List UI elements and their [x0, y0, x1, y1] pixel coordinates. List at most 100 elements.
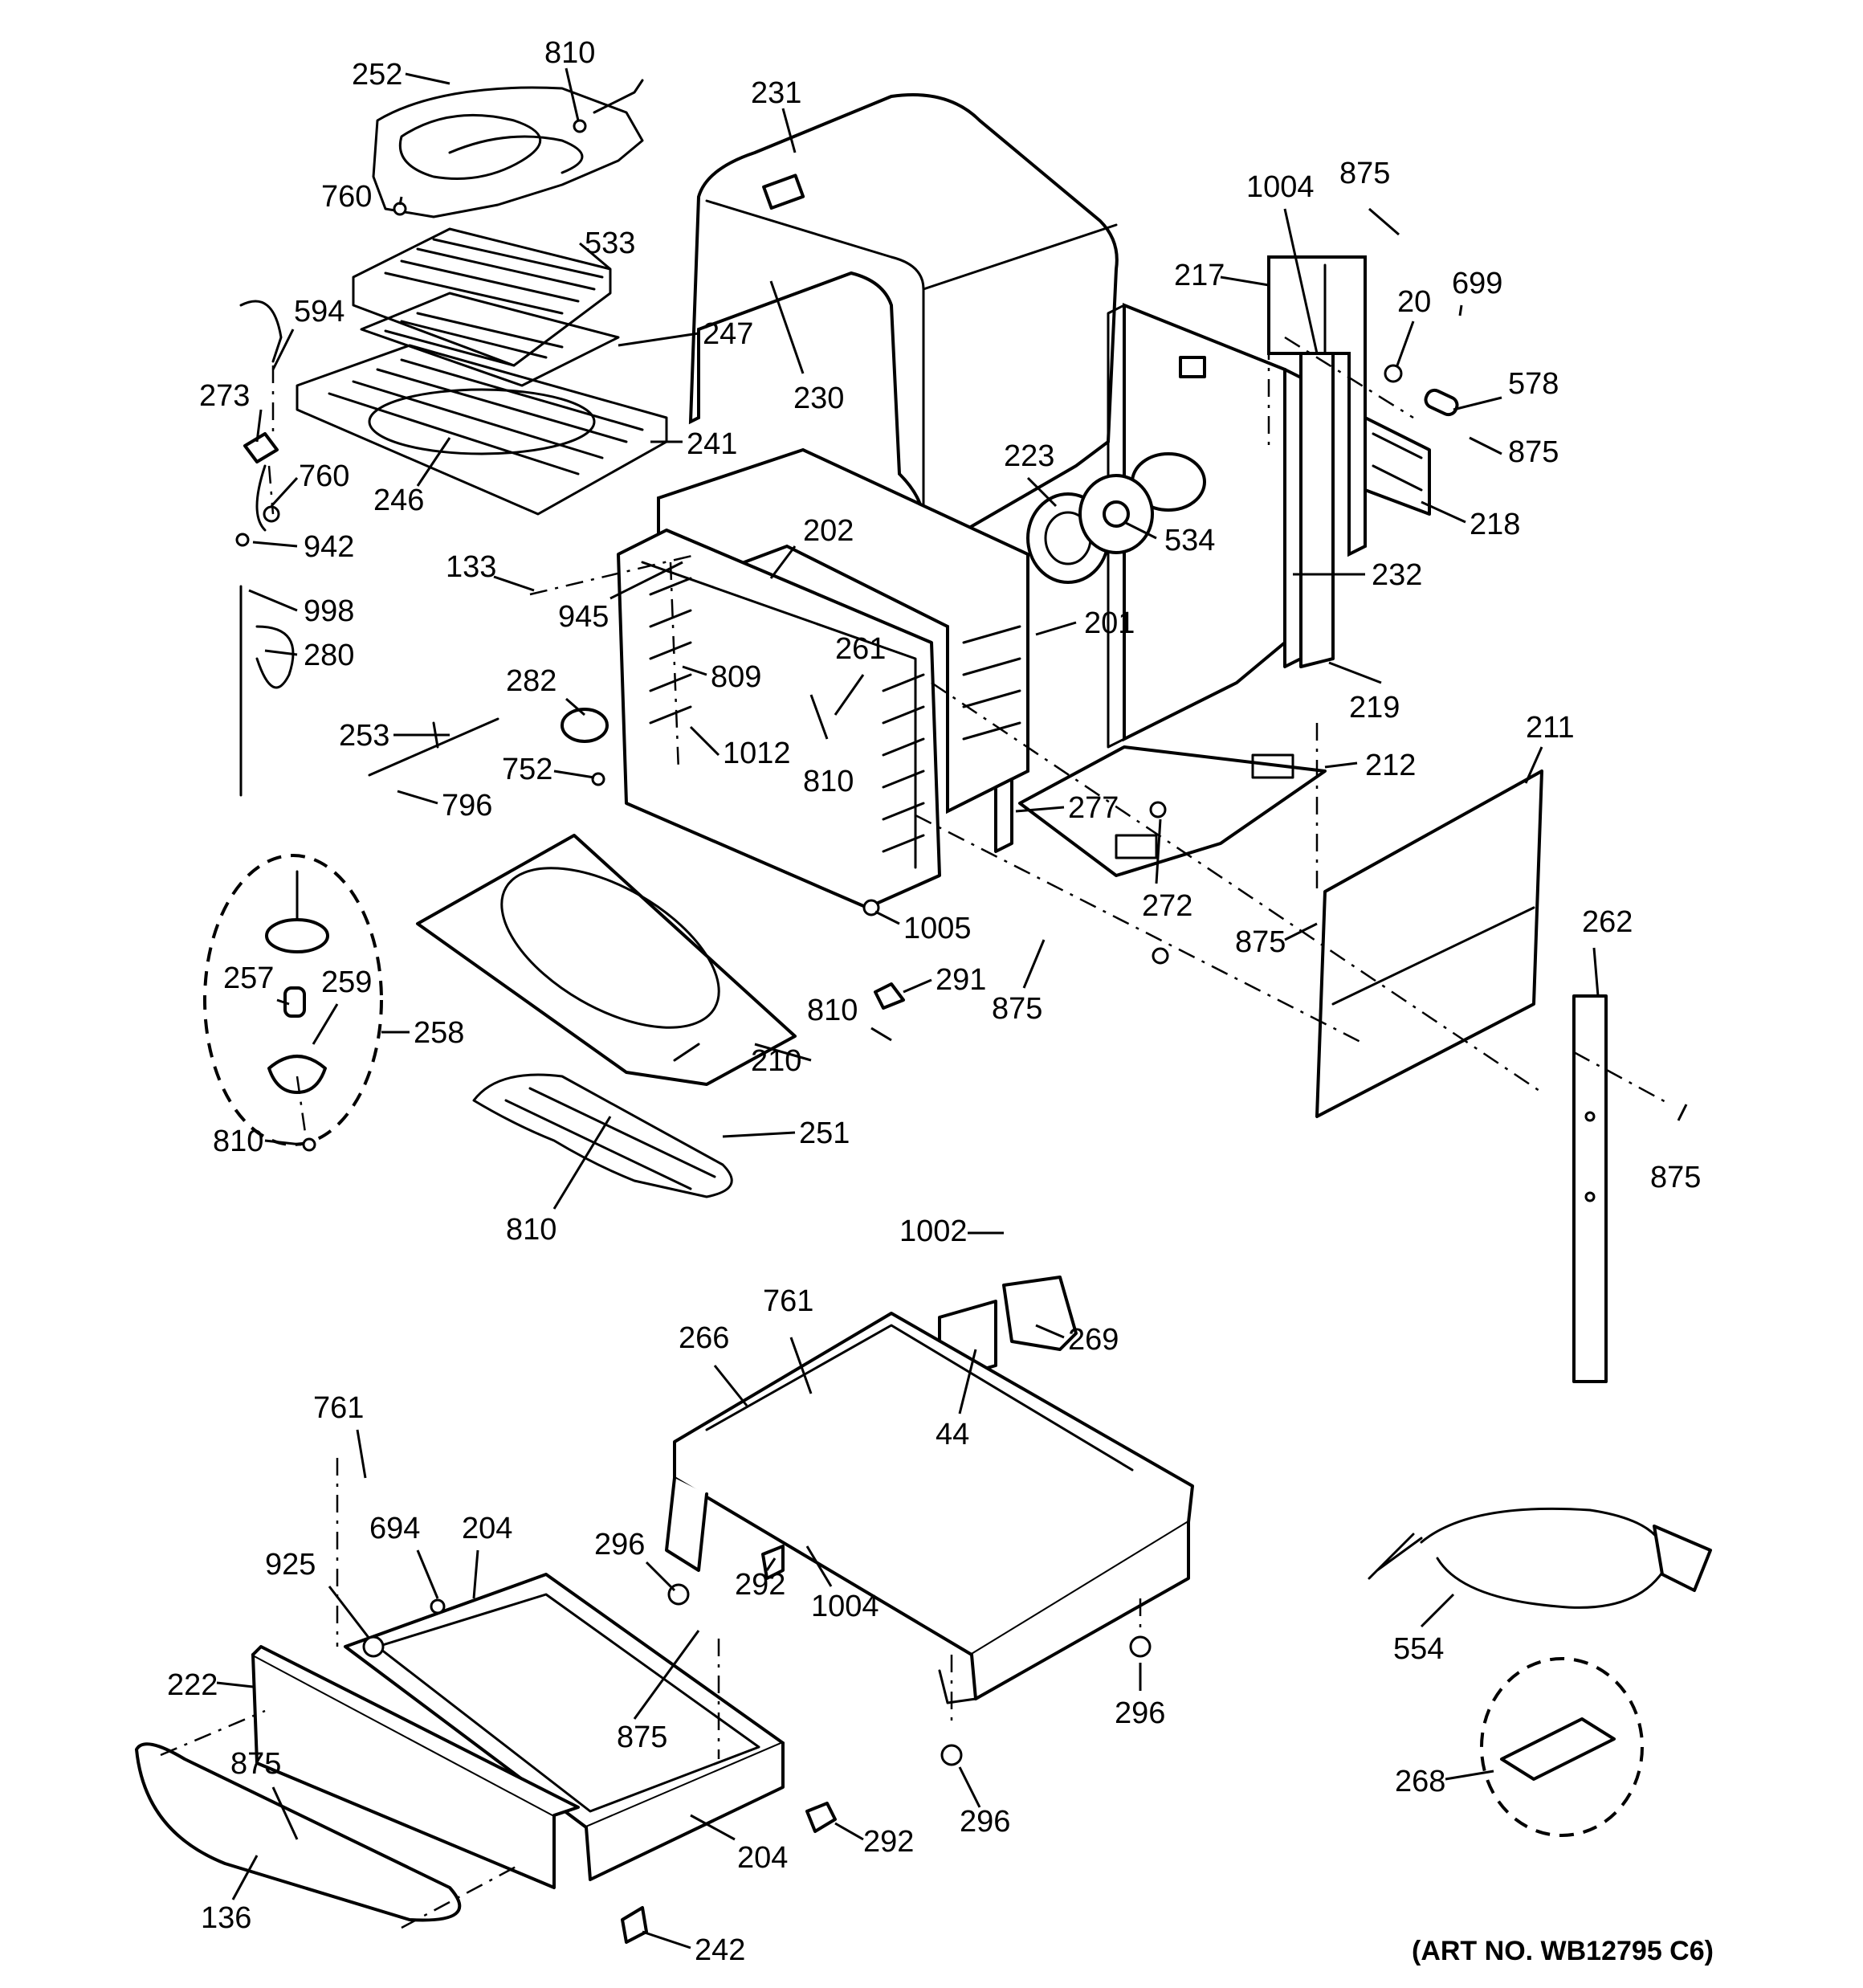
- callout-1004: 1004: [811, 1590, 879, 1623]
- explode-lines: [160, 305, 1671, 1929]
- callout-699: 699: [1452, 267, 1502, 300]
- callout-761: 761: [313, 1391, 364, 1425]
- oven-wrapper-231: [688, 93, 1119, 557]
- screw-760a: [393, 202, 407, 216]
- callout-277: 277: [1068, 791, 1119, 825]
- callout-280: 280: [304, 639, 354, 672]
- oven-bottom-212: [1018, 745, 1327, 877]
- callout-694: 694: [369, 1512, 420, 1545]
- callout-761: 761: [763, 1284, 813, 1318]
- callout-201: 201: [1084, 606, 1135, 640]
- drawer-handle-136: [135, 1742, 462, 1922]
- callout-266: 266: [679, 1321, 729, 1355]
- callout-291: 291: [936, 963, 986, 997]
- callout-labels: 252 810 231 760 533 594 247 273 230 241 …: [167, 36, 1701, 1967]
- callout-223: 223: [1004, 439, 1054, 473]
- part-268: [1500, 1717, 1616, 1781]
- callout-533: 533: [585, 227, 635, 260]
- callout-218: 218: [1470, 508, 1520, 541]
- callout-241: 241: [687, 427, 737, 461]
- callout-204: 204: [462, 1512, 512, 1545]
- callout-810: 810: [807, 994, 858, 1027]
- callout-752: 752: [502, 753, 552, 786]
- callout-230: 230: [793, 382, 844, 415]
- part-242: [621, 1906, 648, 1944]
- screw-694: [430, 1598, 446, 1614]
- callout-262: 262: [1582, 905, 1633, 939]
- callout-212: 212: [1365, 749, 1416, 782]
- part-925: [362, 1635, 385, 1658]
- power-cord-554: [1368, 1507, 1712, 1609]
- callout-1002: 1002: [899, 1214, 968, 1248]
- broiler-pan-247: [360, 292, 620, 387]
- callout-998: 998: [304, 594, 354, 628]
- oven-liner-201: [617, 447, 1029, 909]
- screw-752: [591, 772, 605, 786]
- callout-246: 246: [373, 484, 424, 517]
- screw-810d: [302, 1137, 316, 1152]
- oven-bottom-panel-210: [416, 834, 797, 1086]
- part-277: [994, 778, 1013, 853]
- callout-242: 242: [695, 1933, 745, 1967]
- part-292b: [805, 1802, 837, 1833]
- callout-44: 44: [936, 1418, 969, 1451]
- knob-282: [561, 708, 609, 743]
- sensor-group-594-280: [239, 300, 295, 797]
- callout-273: 273: [199, 379, 250, 413]
- washer-942: [235, 533, 250, 547]
- callout-810: 810: [213, 1125, 263, 1158]
- parts-257-259: [265, 870, 329, 1094]
- screw-760b: [263, 505, 280, 523]
- callout-1004: 1004: [1246, 170, 1315, 204]
- assembly-outline-258: [203, 854, 383, 1146]
- callout-760: 760: [321, 180, 372, 214]
- callout-760: 760: [299, 459, 349, 493]
- callout-292: 292: [863, 1825, 914, 1859]
- bake-element-251: [472, 1043, 733, 1198]
- drawer-support-266: [665, 1312, 1194, 1704]
- callout-211: 211: [1526, 711, 1575, 745]
- bracket-269: [1002, 1276, 1078, 1351]
- callout-875: 875: [1235, 925, 1286, 959]
- callout-875: 875: [230, 1747, 281, 1781]
- callout-875: 875: [1339, 157, 1390, 190]
- callout-809: 809: [711, 660, 761, 694]
- part-1005: [862, 899, 880, 916]
- callout-259: 259: [321, 965, 372, 999]
- broil-element-252: [372, 79, 644, 218]
- callout-258: 258: [414, 1016, 464, 1050]
- callout-1012: 1012: [723, 737, 791, 770]
- bracket-218: [1364, 416, 1431, 516]
- callout-534: 534: [1164, 524, 1215, 557]
- callout-253: 253: [339, 719, 389, 753]
- part-20: [1384, 364, 1403, 383]
- callout-20: 20: [1397, 285, 1431, 319]
- callout-296: 296: [1115, 1696, 1165, 1730]
- callout-875: 875: [617, 1721, 667, 1754]
- callout-251: 251: [799, 1116, 850, 1150]
- callout-292: 292: [735, 1568, 785, 1602]
- callout-554: 554: [1393, 1632, 1444, 1666]
- drawer-204: [344, 1573, 785, 1881]
- part-272b: [1152, 947, 1169, 965]
- callout-202: 202: [803, 514, 854, 548]
- leader-lines: [216, 67, 1688, 1949]
- callout-1005: 1005: [903, 912, 972, 945]
- screw-810a: [573, 119, 587, 133]
- part-219: [1299, 352, 1335, 668]
- callout-133: 133: [446, 550, 496, 584]
- callout-252: 252: [352, 58, 402, 92]
- callout-594: 594: [294, 295, 344, 329]
- back-cover-211: [1315, 769, 1543, 1118]
- callout-942: 942: [304, 530, 354, 564]
- part-578: [1424, 388, 1459, 417]
- art-number: (ART NO. WB12795 C6): [1412, 1936, 1714, 1966]
- assembly-outline-268: [1480, 1657, 1644, 1837]
- callout-232: 232: [1372, 558, 1422, 592]
- foot-296b: [1129, 1635, 1152, 1658]
- callout-204: 204: [737, 1841, 788, 1875]
- drawer-front-222: [251, 1645, 580, 1889]
- callout-875: 875: [1508, 435, 1559, 469]
- callout-272: 272: [1142, 889, 1192, 923]
